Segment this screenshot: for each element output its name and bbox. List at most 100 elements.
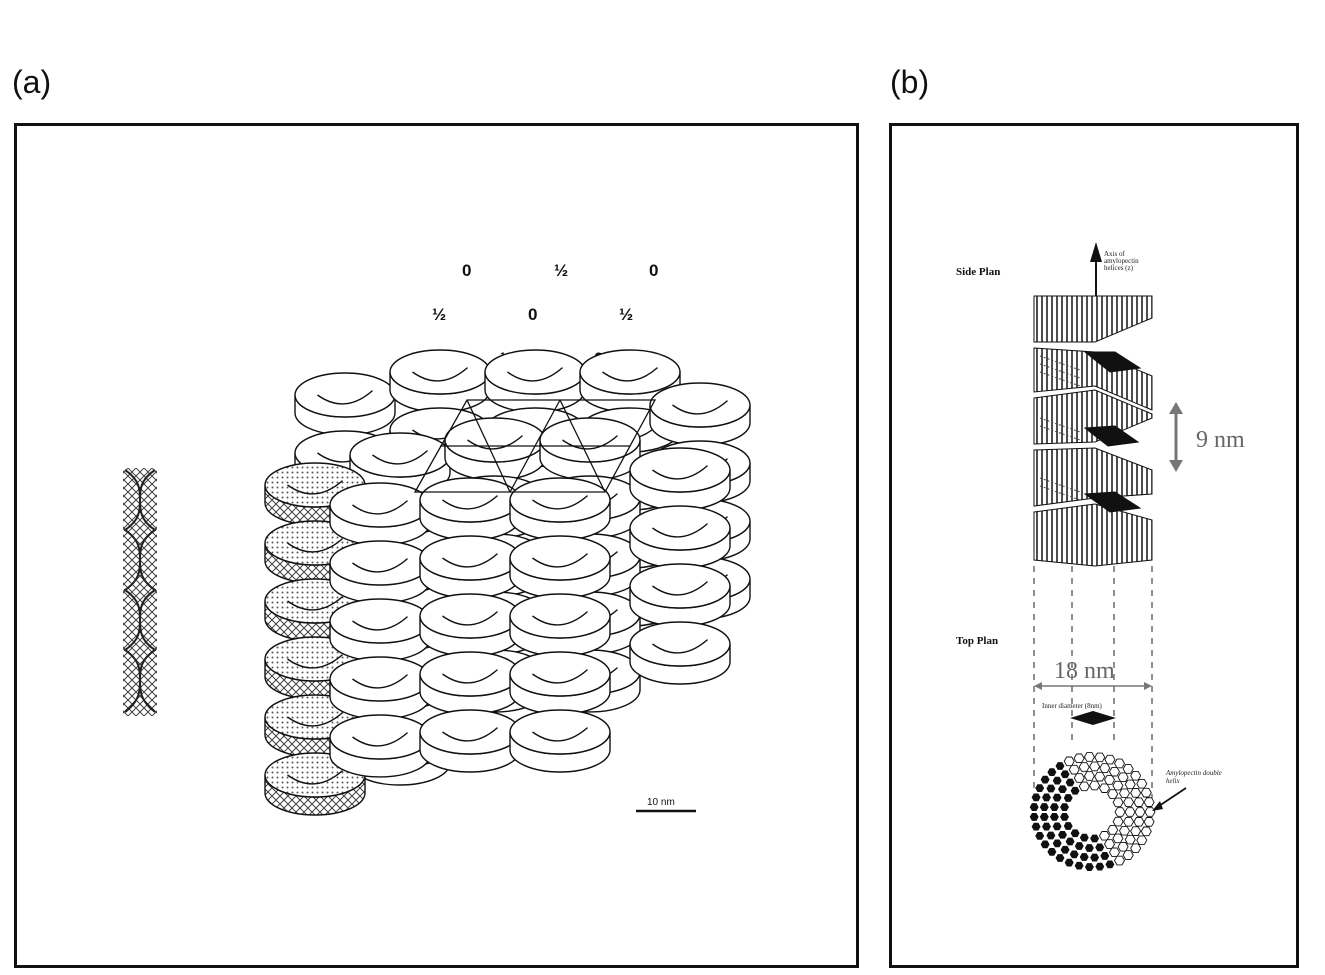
helix-coil-segment — [509, 651, 611, 715]
double-helix-hexagon — [1045, 830, 1057, 841]
double-helix-hexagon — [1069, 828, 1081, 839]
scale-bar: 10 nm — [636, 797, 696, 813]
double-helix-hexagon — [1064, 836, 1076, 847]
axis-label-line3: helices (z) — [1104, 264, 1134, 272]
double-helix-hexagon — [1028, 802, 1040, 812]
double-helix-label-line1: Amylopectin double — [1165, 769, 1222, 777]
double-helix-hexagon — [1112, 797, 1124, 808]
double-helix-hexagon — [1122, 764, 1134, 774]
double-helix-hexagon — [1056, 830, 1069, 840]
period-label: 9 nm — [1196, 427, 1245, 453]
double-helix-hexagon — [1114, 807, 1126, 817]
double-helix-hexagon — [1089, 833, 1101, 844]
top-plan-label: Top Plan — [956, 635, 998, 647]
helix-coil-segment — [509, 535, 611, 599]
helix-coil-segment — [329, 714, 431, 778]
double-helix-hexagon — [1040, 821, 1053, 832]
helix-coil-segment — [629, 505, 731, 569]
double-helix-hexagon — [1083, 771, 1095, 781]
double-helix-hexagon — [1062, 821, 1074, 831]
double-helix-hexagon — [1099, 763, 1111, 773]
double-helix-hexagon — [1045, 783, 1057, 794]
double-helix-hexagon — [1073, 753, 1085, 764]
helix-coil-segment — [329, 656, 431, 720]
double-helix-hexagon — [1124, 807, 1136, 817]
double-helix-hexagon — [1124, 779, 1136, 790]
double-helix-hexagon — [1058, 802, 1071, 812]
double-helix-hexagon — [1038, 812, 1050, 822]
double-helix-hexagon — [1122, 850, 1134, 860]
double-helix-hexagon — [1034, 783, 1046, 793]
helix-coil-segment — [294, 372, 396, 436]
helix-lattice — [264, 349, 751, 816]
helix-coil-segment — [419, 535, 521, 599]
double-helix-hexagon — [1107, 789, 1119, 799]
double-helix-hexagon — [1094, 842, 1106, 853]
double-helix-hexagon — [1133, 797, 1145, 807]
side-plan-helix — [1033, 295, 1153, 567]
double-helix-label-line2: helix — [1166, 777, 1180, 785]
double-helix-hexagon — [1051, 838, 1063, 849]
double-helix-hexagon — [1112, 833, 1124, 844]
double-helix-hexagon — [1108, 766, 1121, 777]
double-helix-hexagon — [1123, 816, 1135, 827]
double-helix-hexagon — [1089, 852, 1101, 863]
lattice-row2-b: 0 — [528, 305, 537, 324]
double-helix-hexagon — [1078, 781, 1090, 792]
panel-a-label: (a) — [12, 64, 52, 100]
helix-coil-segment — [444, 417, 546, 481]
double-helix-hexagon — [1136, 835, 1148, 846]
double-helix-hexagon — [1083, 862, 1095, 872]
double-helix-hexagon — [1130, 826, 1142, 836]
helix-coil-segment — [509, 593, 611, 657]
double-helix-hexagon — [1083, 843, 1095, 853]
double-helix-hexagon — [1078, 832, 1090, 843]
double-helix-hexagon — [1073, 841, 1085, 851]
double-helix-hexagon — [1030, 821, 1042, 832]
double-helix-hexagon — [1130, 788, 1142, 798]
double-helix-hexagon — [1118, 825, 1131, 836]
double-helix-hexagon — [1051, 775, 1063, 786]
helix-coil-segment — [509, 477, 611, 541]
double-helix-hexagon — [1108, 847, 1121, 858]
double-helix-hexagon — [1124, 834, 1136, 845]
double-helix-hexagon — [1113, 855, 1126, 866]
double-helix-hexagon — [1112, 780, 1124, 791]
top-plan-ring — [1028, 752, 1156, 872]
double-helix-hexagon — [1143, 797, 1155, 807]
double-helix-hexagon — [1094, 752, 1106, 763]
double-helix-hexagon — [1113, 758, 1126, 769]
double-helix-hexagon — [1064, 777, 1076, 788]
helix-coil-segment — [649, 382, 751, 446]
double-helix-hexagon — [1058, 812, 1071, 822]
double-helix-hexagon — [1117, 841, 1129, 852]
helix-coil-segment — [419, 593, 521, 657]
double-helix-hexagon — [1034, 831, 1046, 841]
double-helix-hexagon — [1098, 783, 1111, 793]
axis-label-line2: amylopectin — [1104, 257, 1139, 265]
double-helix-hexagon — [1059, 769, 1071, 780]
double-helix-callout: Amylopectin double helix — [1152, 769, 1222, 811]
double-helix-hexagon — [1089, 780, 1101, 791]
double-helix-hexagon — [1051, 792, 1063, 803]
lattice-row2-a: ½ — [432, 305, 446, 324]
helix-coil-segment — [419, 709, 521, 773]
double-helix-hexagon — [1046, 847, 1058, 857]
inner-diameter-label: Inner diameter (8nm) — [1042, 702, 1103, 710]
double-helix-hexagon — [1054, 853, 1066, 863]
double-helix-hexagon — [1117, 772, 1129, 783]
double-helix-hexagon — [1068, 849, 1080, 860]
double-helix-hexagon — [1104, 859, 1116, 870]
side-plan-label: Side Plan — [956, 266, 1000, 278]
double-helix-hexagon — [1038, 802, 1050, 812]
helix-coil-segment — [389, 349, 491, 413]
double-helix-hexagon — [1054, 761, 1066, 771]
double-helix-hexagon — [1130, 843, 1142, 854]
double-helix-hexagon — [1136, 778, 1148, 789]
double-helix-hexagon — [1107, 825, 1119, 835]
double-helix-hexagon — [1030, 792, 1042, 803]
double-helix-hexagon — [1048, 802, 1060, 812]
double-helix-hexagon — [1062, 793, 1074, 803]
lattice-row1-a: 0 — [462, 261, 471, 280]
double-helix-hexagon — [1078, 852, 1090, 862]
